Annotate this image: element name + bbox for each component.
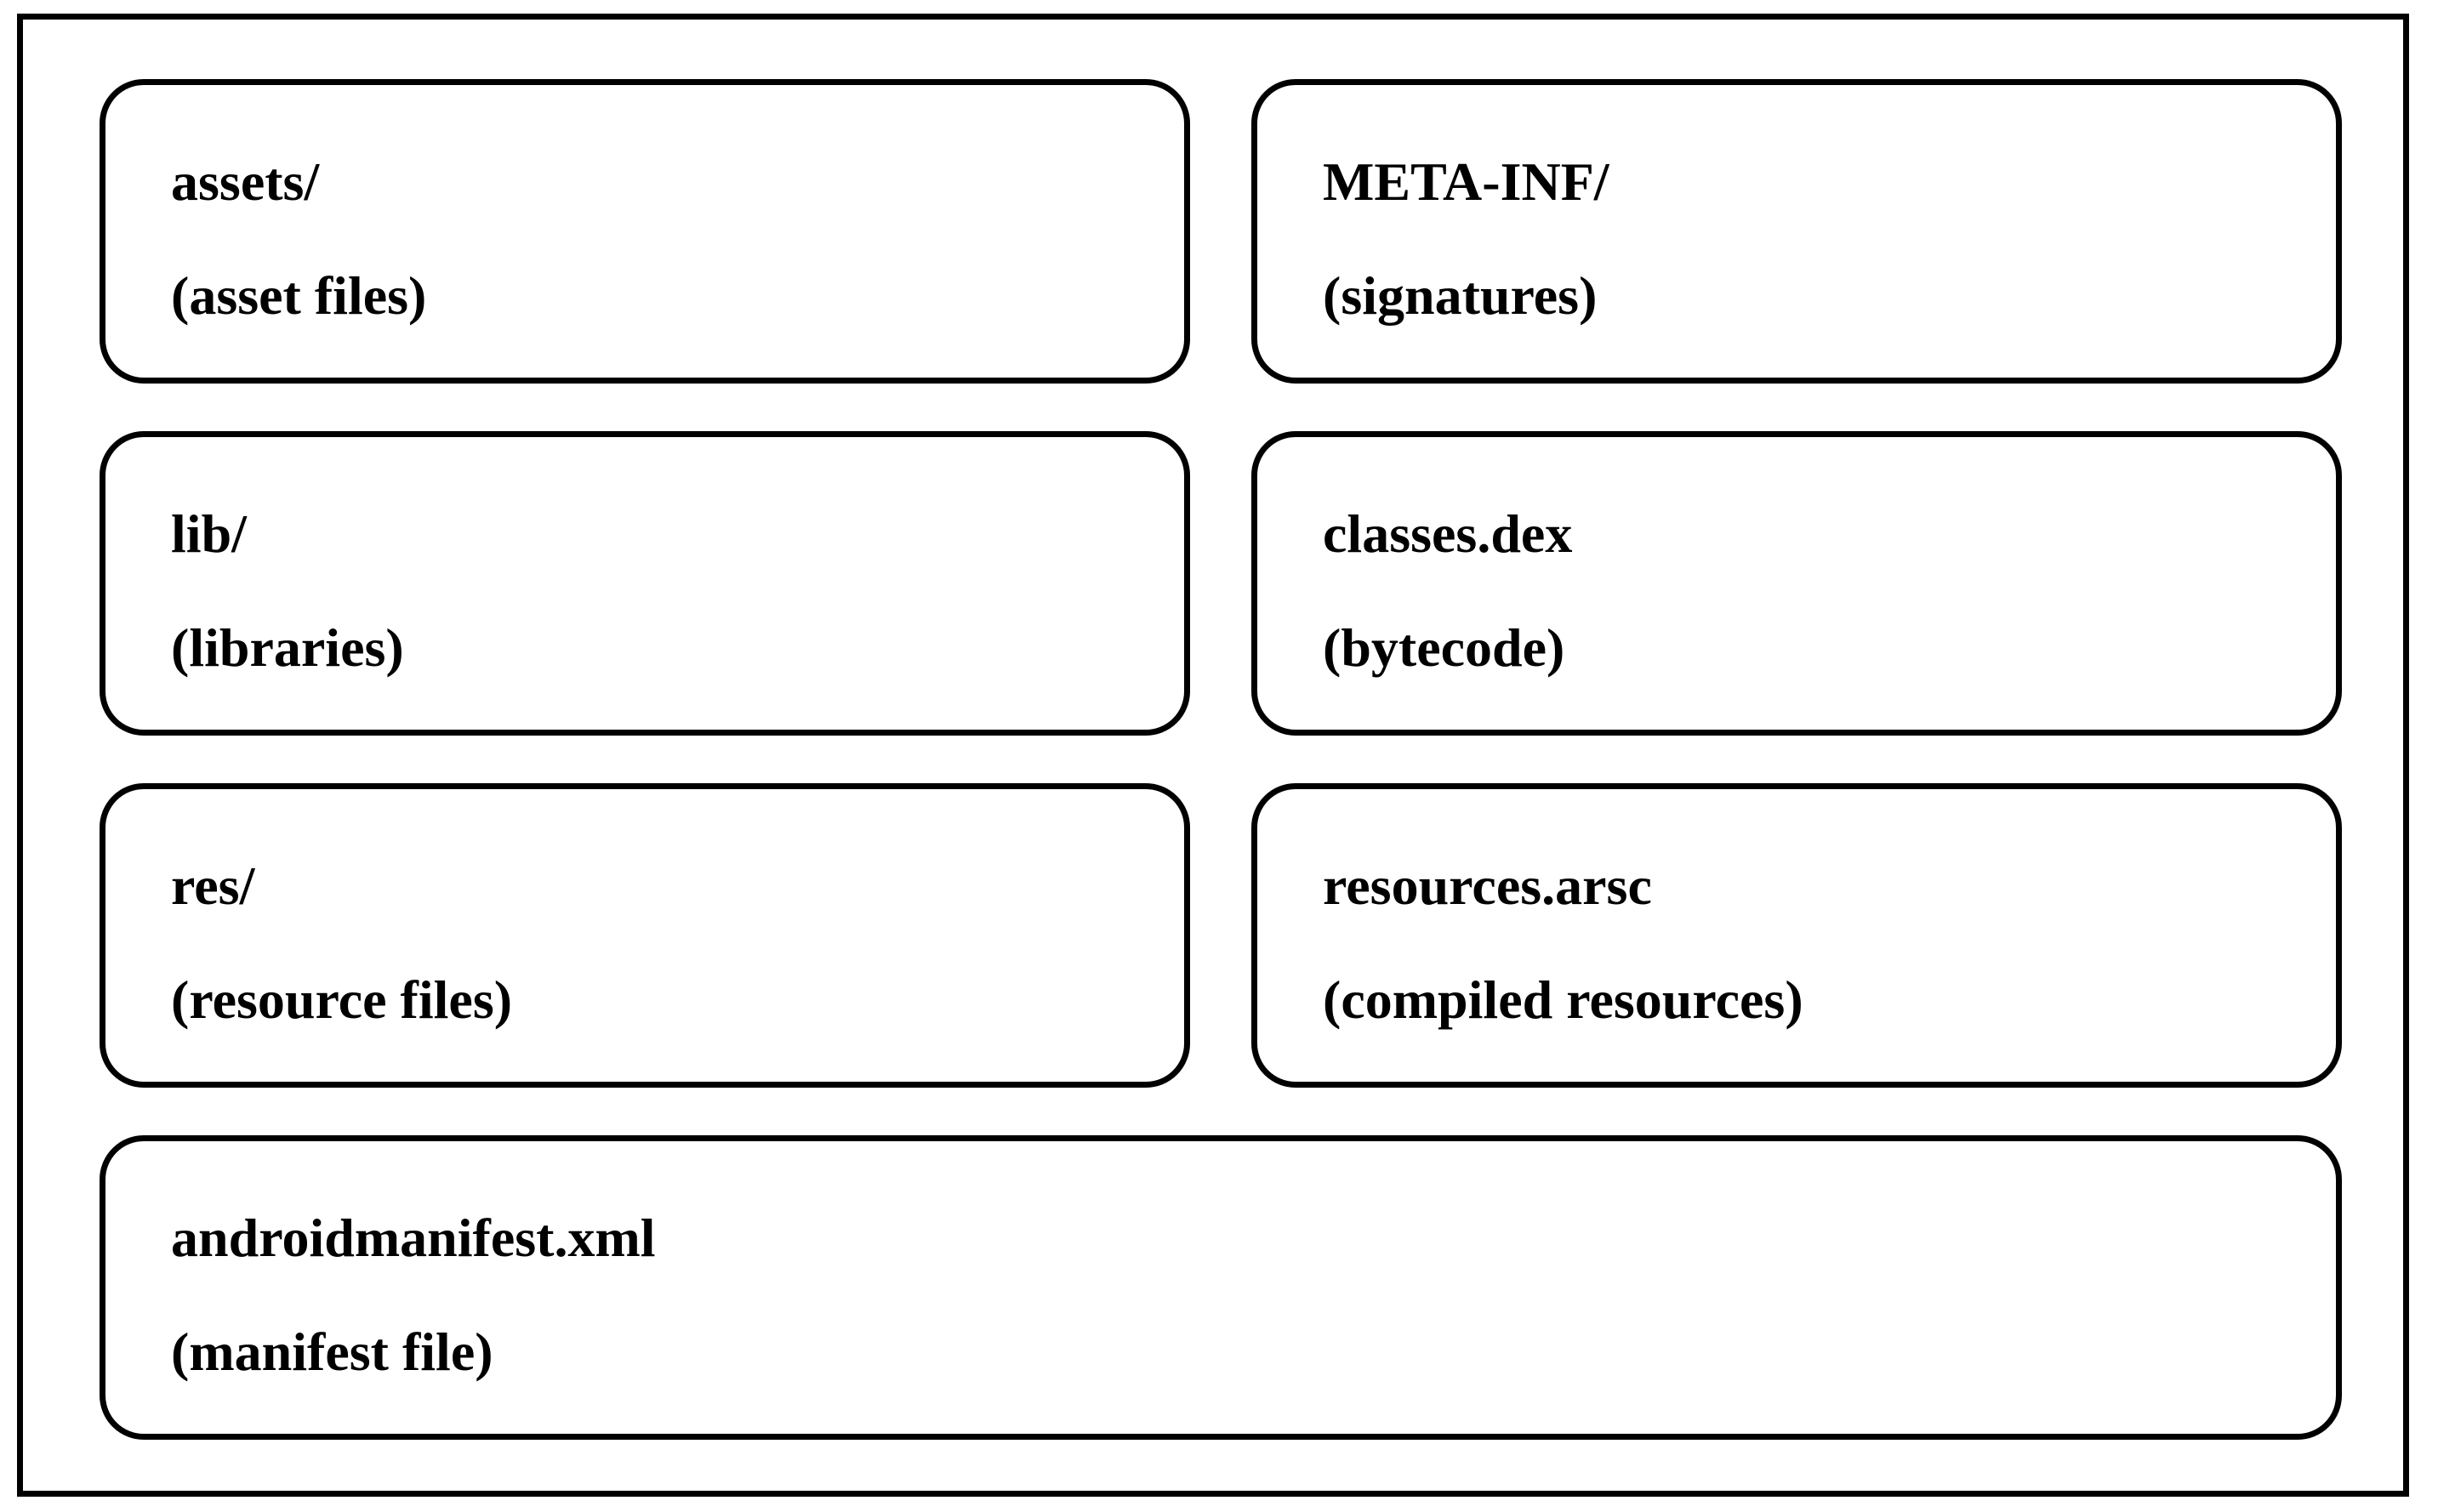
- meta-inf-name: META-INF/: [1323, 151, 1609, 212]
- res-description: (resource files): [171, 969, 513, 1030]
- apk-structure-frame: [17, 14, 2409, 1497]
- classes-dex-box: classes.dex (bytecode): [1251, 431, 2342, 736]
- manifest-name: androidmanifest.xml: [171, 1208, 656, 1268]
- resources-arsc-description: (compiled resources): [1323, 969, 1803, 1030]
- assets-name: assets/: [171, 151, 320, 212]
- meta-inf-description: (signatures): [1323, 265, 1598, 326]
- resources-arsc-box: resources.arsc (compiled resources): [1251, 783, 2342, 1088]
- manifest-box: androidmanifest.xml (manifest file): [100, 1135, 2342, 1440]
- res-name: res/: [171, 855, 255, 916]
- assets-box: assets/ (asset files): [100, 79, 1190, 384]
- manifest-description: (manifest file): [171, 1322, 493, 1382]
- assets-description: (asset files): [171, 265, 427, 326]
- classes-dex-name: classes.dex: [1323, 503, 1573, 564]
- lib-box: lib/ (libraries): [100, 431, 1190, 736]
- resources-arsc-name: resources.arsc: [1323, 855, 1652, 916]
- classes-dex-description: (bytecode): [1323, 617, 1565, 678]
- lib-description: (libraries): [171, 617, 404, 678]
- meta-inf-box: META-INF/ (signatures): [1251, 79, 2342, 384]
- lib-name: lib/: [171, 503, 247, 564]
- res-box: res/ (resource files): [100, 783, 1190, 1088]
